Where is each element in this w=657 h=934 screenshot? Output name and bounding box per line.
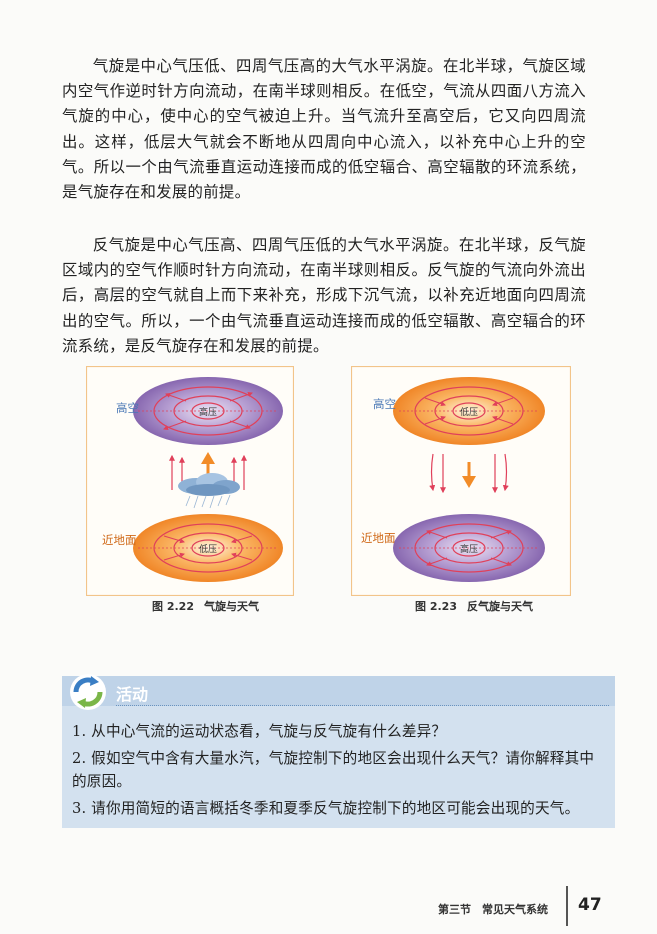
paragraph-cyclone: 气旋是中心气压低、四周气压高的大气水平涡旋。在北半球，气旋区域内空气作逆时针方向… xyxy=(62,57,586,202)
near-ground-label: 近地面 xyxy=(361,531,396,545)
lower-center-pressure-label: 低压 xyxy=(199,543,217,555)
upper-altitude-label: 高空 xyxy=(116,401,139,415)
upper-low-pressure-ellipse xyxy=(393,377,545,445)
upper-high-pressure-ellipse xyxy=(133,377,283,445)
lower-low-pressure-ellipse xyxy=(133,514,283,582)
lower-center-pressure-label: 高压 xyxy=(460,543,478,555)
caption-number: 图 2.23 xyxy=(415,600,457,613)
caption-title: 反气旋与天气 xyxy=(466,600,533,613)
figure-caption-cyclone: 图 2.22 气旋与天气 xyxy=(152,598,259,614)
downdraft-arrows xyxy=(429,453,509,494)
activity-divider xyxy=(116,705,609,706)
lower-high-pressure-ellipse xyxy=(393,514,545,582)
cycle-arrows-icon xyxy=(70,674,106,710)
page-number: 47 xyxy=(578,895,602,915)
activity-box: 活动 1. 从中心气流的运动状态看，气旋与反气旋有什么差异？ 2. 假如空气中含… xyxy=(62,674,615,828)
upper-center-pressure-label: 高压 xyxy=(199,406,217,418)
activity-question-1: 1. 从中心气流的运动状态看，气旋与反气旋有什么差异？ xyxy=(72,723,447,740)
caption-number: 图 2.22 xyxy=(152,600,194,613)
activity-question-2: 2. 假如空气中含有大量水汽，气旋控制下的地区会出现什么天气？请你解释其中的原因… xyxy=(72,750,595,790)
activity-title: 活动 xyxy=(116,685,149,704)
near-ground-label: 近地面 xyxy=(102,533,137,547)
caption-title: 气旋与天气 xyxy=(203,600,259,613)
upper-center-pressure-label: 低压 xyxy=(460,406,478,418)
rain-cloud-icon xyxy=(178,473,240,509)
activity-question-3: 3. 请你用简短的语言概括冬季和夏季反气旋控制下的地区可能会出现的天气。 xyxy=(72,800,580,817)
footer-divider xyxy=(566,886,568,926)
figure-anticyclone: 高空 近地面 低压 高压 xyxy=(351,366,571,596)
figure-caption-anticyclone: 图 2.23 反气旋与天气 xyxy=(415,598,533,614)
paragraph-anticyclone: 反气旋是中心气压高、四周气压低的大气水平涡旋。在北半球，反气旋区域内的空气作顺时… xyxy=(62,236,586,355)
activity-header xyxy=(62,676,615,706)
figure-cyclone: 高空 近地面 高压 低压 xyxy=(86,366,294,596)
upper-altitude-label: 高空 xyxy=(373,397,396,411)
footer-section-title: 第三节 常见天气系统 xyxy=(438,903,548,916)
